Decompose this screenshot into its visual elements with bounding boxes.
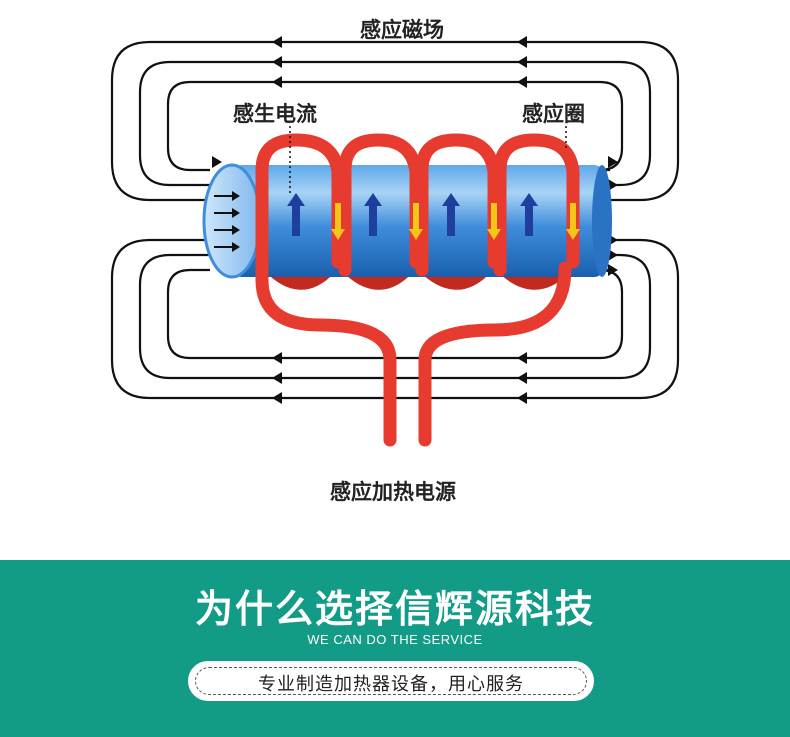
left-arrow-icon	[272, 392, 282, 404]
tagline-text: 专业制造加热器设备，用心服务	[258, 674, 524, 695]
induced-current-arrows	[287, 193, 538, 236]
pipe-opening	[202, 163, 262, 279]
magnetic-field-label: 感应磁场	[360, 18, 444, 42]
left-arrow-icon	[517, 56, 527, 68]
right-arrow-icon	[232, 208, 240, 218]
field-line-upper-1	[110, 40, 680, 202]
right-arrow-icon	[232, 225, 240, 235]
coil-turn-2	[338, 133, 423, 277]
right-arrow-icon	[608, 249, 618, 261]
coil-turn-3	[415, 133, 501, 277]
up-arrow-icon	[364, 193, 382, 236]
coil-lead-right	[418, 261, 572, 447]
company-banner	[0, 560, 790, 737]
left-arrow-icon	[517, 36, 527, 48]
down-arrow-icon	[487, 203, 501, 240]
down-arrow-icon	[409, 203, 423, 240]
coil-lead-left	[255, 273, 397, 447]
induction-coil-label: 感应圈	[522, 102, 585, 126]
left-arrow-icon	[272, 56, 282, 68]
right-arrow-icon	[232, 242, 240, 252]
left-arrow-icon	[517, 76, 527, 88]
down-arrow-icon	[331, 203, 345, 240]
up-arrow-icon	[520, 193, 538, 236]
left-arrow-icon	[272, 372, 282, 384]
right-arrow-icon	[608, 264, 618, 276]
power-source-label: 感应加热电源	[330, 480, 456, 504]
tagline-pill: 专业制造加热器设备，用心服务	[188, 661, 594, 701]
right-arrow-icon	[608, 179, 618, 191]
coil-current-arrows	[331, 203, 580, 240]
right-arrow-icon	[212, 156, 222, 168]
field-lines-upper	[110, 40, 680, 202]
field-line-upper-2	[138, 60, 652, 187]
left-arrow-icon	[517, 352, 527, 364]
induced-current-label: 感生电流	[233, 102, 317, 126]
up-arrow-icon	[287, 193, 305, 236]
banner-title: 为什么选择信辉源科技	[194, 587, 595, 631]
induction-heating-diagram: 感应磁场 感生电流 感应圈 感应加热电源	[110, 18, 680, 504]
coil-turn-4	[493, 133, 580, 277]
down-arrow-icon	[566, 203, 580, 240]
left-arrow-icon	[272, 36, 282, 48]
banner-subtitle: WE CAN DO THE SERVICE	[307, 632, 483, 647]
left-arrow-icon	[517, 392, 527, 404]
left-arrow-icon	[272, 352, 282, 364]
up-arrow-icon	[442, 193, 460, 236]
induction-coil	[255, 133, 580, 447]
pipe-end-right	[592, 165, 612, 277]
field-line-upper-3	[166, 80, 624, 172]
label-leaders	[289, 126, 567, 195]
left-arrow-icon	[517, 372, 527, 384]
right-arrow-icon	[608, 156, 618, 168]
left-arrow-icon	[272, 76, 282, 88]
field-arrows-upper	[212, 36, 618, 191]
tagline-pill-border	[195, 667, 587, 695]
diagram-canvas	[110, 36, 680, 447]
coil-turn-1	[255, 133, 345, 287]
right-arrow-icon	[232, 191, 240, 201]
